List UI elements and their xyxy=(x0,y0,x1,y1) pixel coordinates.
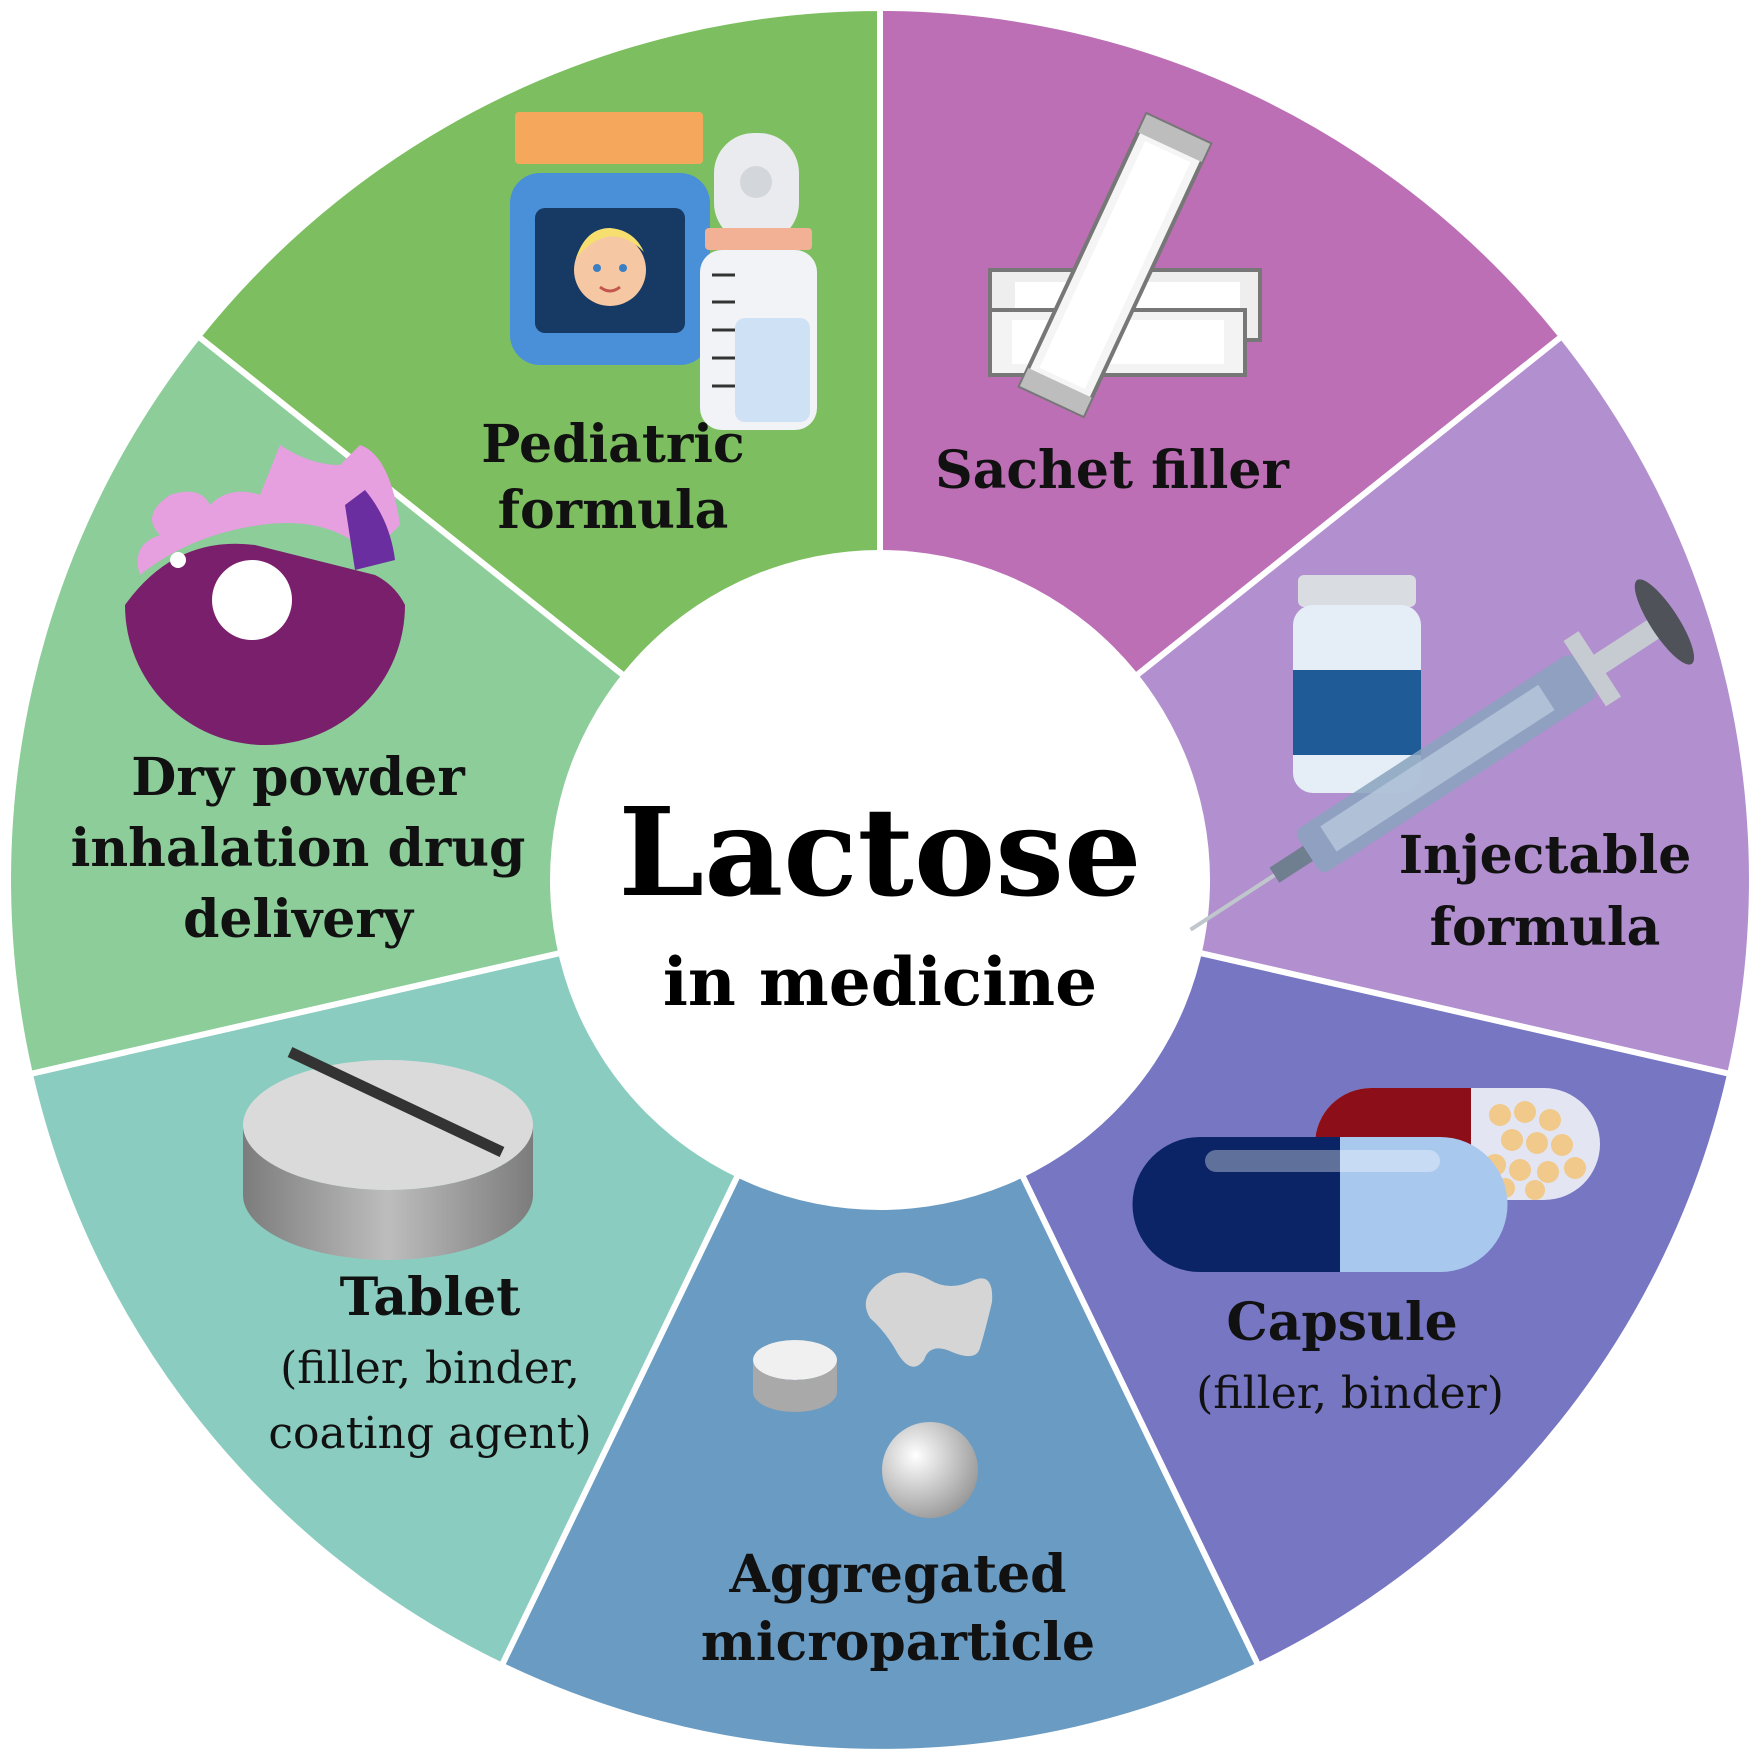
svg-text:(filler, binder,: (filler, binder, xyxy=(280,1343,580,1394)
capsules-icon xyxy=(1132,1088,1600,1272)
svg-text:coating agent): coating agent) xyxy=(268,1408,591,1459)
svg-text:inhalation drug: inhalation drug xyxy=(71,818,526,879)
center-title: Lactose xyxy=(618,780,1141,924)
center-subtitle: in medicine xyxy=(663,943,1097,1021)
label-capsule: Capsule (filler, binder) xyxy=(1196,1292,1504,1419)
label-tablet: Tablet (filler, binder, coating agent) xyxy=(268,1267,591,1459)
svg-text:Pediatric: Pediatric xyxy=(481,414,744,475)
svg-text:Sachet filler: Sachet filler xyxy=(935,440,1289,501)
label-pediatric-formula: Pediatric formula xyxy=(481,414,744,541)
svg-text:microparticle: microparticle xyxy=(701,1612,1095,1673)
baby-formula-jar-and-bottle-icon xyxy=(510,112,817,430)
svg-text:Injectable: Injectable xyxy=(1399,825,1692,886)
label-aggregated-microparticle: Aggregated microparticle xyxy=(701,1544,1095,1673)
svg-text:Dry powder: Dry powder xyxy=(131,747,465,808)
svg-text:Tablet: Tablet xyxy=(340,1267,521,1328)
sachet-packets-icon xyxy=(988,111,1262,419)
label-injectable-formula: Injectable formula xyxy=(1399,825,1692,958)
microparticles-icon xyxy=(753,1272,993,1518)
label-sachet-filler: Sachet filler xyxy=(935,440,1289,501)
scored-tablet-icon xyxy=(243,1047,533,1260)
svg-text:Capsule: Capsule xyxy=(1226,1292,1457,1353)
center-circle xyxy=(550,550,1210,1210)
svg-text:delivery: delivery xyxy=(183,889,415,950)
svg-text:formula: formula xyxy=(1430,897,1661,958)
svg-text:(filler, binder): (filler, binder) xyxy=(1196,1368,1504,1419)
label-dry-powder-inhalation: Dry powder inhalation drug delivery xyxy=(71,747,526,950)
dry-powder-inhaler-icon xyxy=(125,445,405,745)
svg-text:formula: formula xyxy=(498,480,729,541)
vial-and-syringe-icon xyxy=(1189,575,1695,932)
svg-text:Aggregated: Aggregated xyxy=(728,1544,1066,1605)
